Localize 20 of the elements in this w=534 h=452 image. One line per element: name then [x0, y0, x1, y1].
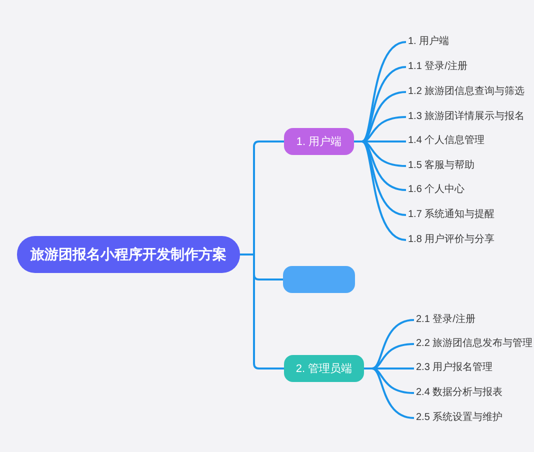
subtopic-text: 2.1 登录/注册 [416, 313, 476, 327]
subtopic-text: 1.7 系统通知与提醒 [408, 208, 495, 222]
subtopic-text: 1. 用户端 [408, 35, 450, 49]
branch-topic: 1. 用户端 [284, 128, 354, 155]
subtopic-text: 2.3 用户报名管理 [416, 361, 493, 375]
subtopic-text: 1.8 用户评价与分享 [408, 233, 495, 247]
subtopic-text: 1.2 旅游团信息查询与筛选 [408, 85, 525, 99]
connector-line [354, 140, 406, 241]
subtopic-text: 1.3 旅游团详情展示与报名 [408, 110, 525, 124]
topic-box [283, 266, 355, 293]
subtopic-text: 2.5 系统设置与维护 [416, 411, 503, 425]
subtopic-text: 2.2 旅游团信息发布与管理 [416, 337, 533, 351]
subtopic-text: 1.5 客服与帮助 [408, 159, 475, 173]
branch-topic: 2. 管理员端 [284, 355, 364, 382]
root-topic: 旅游团报名小程序开发制作方案 [17, 236, 240, 273]
subtopic-text: 1.1 登录/注册 [408, 60, 468, 74]
subtopic-text: 1.4 个人信息管理 [408, 134, 485, 148]
subtopic-text: 2.4 数据分析与报表 [416, 386, 503, 400]
connector-line [364, 368, 414, 419]
subtopic-text: 1.6 个人中心 [408, 183, 465, 197]
